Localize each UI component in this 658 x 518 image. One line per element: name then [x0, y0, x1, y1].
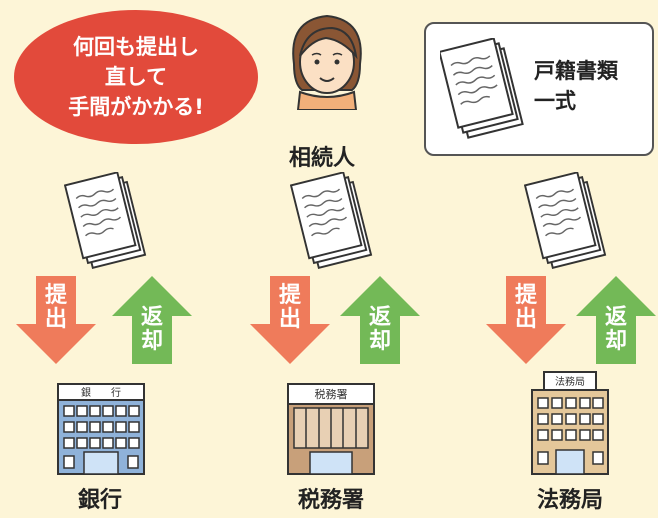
bubble-line-3: 手間がかかる!: [68, 95, 204, 119]
legal-bureau-building-icon: 法務局: [531, 371, 609, 475]
submit-arrow: 提 出: [16, 276, 96, 364]
submit-arrow: 提 出: [250, 276, 330, 364]
bank-label: 銀行: [77, 488, 122, 513]
return-char-2: 却: [604, 329, 627, 354]
return-char-1: 返: [140, 305, 163, 330]
return-char-2: 却: [140, 329, 163, 354]
tax-office-sign: 税務署: [315, 387, 348, 401]
tax-office-building-icon: 税務署: [287, 383, 375, 475]
tax-office-label: 税務署: [297, 488, 364, 513]
document-stack-icon: [440, 38, 524, 139]
submit-char-1: 提: [514, 283, 537, 308]
legal-bureau-label: 法務局: [536, 488, 603, 513]
heir-label: 相続人: [288, 146, 355, 171]
documents-label-line-2: 一式: [534, 89, 576, 113]
bubble-line-1: 何回も提出し: [73, 35, 199, 59]
submit-char-1: 提: [278, 283, 301, 308]
legal-bureau-sign: 法務局: [555, 375, 585, 388]
bank-building-icon: 銀 行: [57, 383, 145, 475]
heir-face-icon: [292, 14, 362, 110]
documents-label: 戸籍書類 一式: [534, 56, 618, 116]
return-char-1: 返: [368, 305, 391, 330]
document-stack-icon: [64, 172, 147, 269]
submit-char-2: 出: [514, 307, 537, 332]
documents-box: 戸籍書類 一式: [424, 22, 654, 156]
documents-label-line-1: 戸籍書類: [534, 59, 618, 83]
return-char-1: 返: [604, 305, 627, 330]
return-char-2: 却: [368, 329, 391, 354]
complaint-bubble: 何回も提出し 直して 手間がかかる!: [14, 10, 258, 144]
return-arrow: 返 却: [112, 276, 192, 364]
return-arrow: 返 却: [340, 276, 420, 364]
submit-char-2: 出: [278, 307, 301, 332]
submit-char-1: 提: [44, 283, 67, 308]
bank-sign: 銀 行: [81, 386, 121, 399]
document-stack-icon: [290, 172, 373, 269]
submit-char-2: 出: [44, 307, 67, 332]
return-arrow: 返 却: [576, 276, 656, 364]
bubble-line-2: 直して: [104, 65, 168, 89]
submit-arrow: 提 出: [486, 276, 566, 364]
document-stack-icon: [524, 172, 607, 269]
